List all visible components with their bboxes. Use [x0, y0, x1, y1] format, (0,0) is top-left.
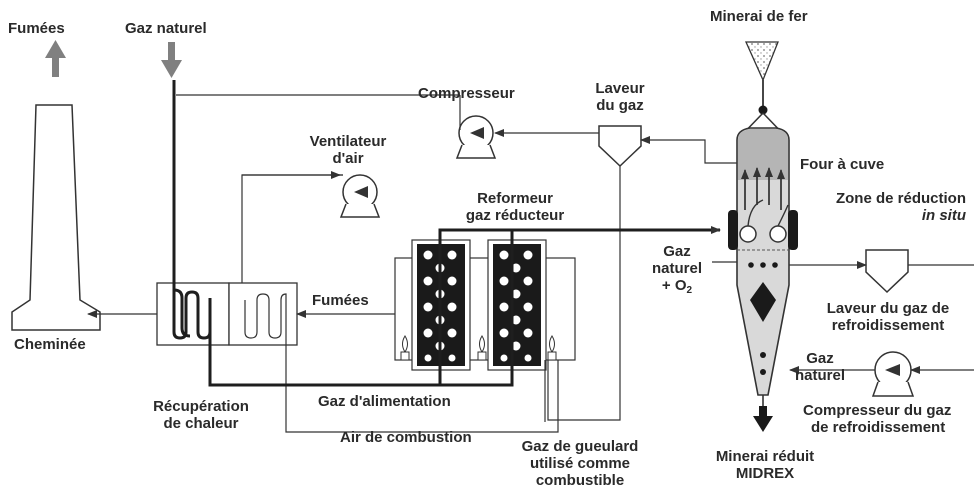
heat-recovery-label-line2: de chaleur — [163, 415, 239, 432]
reduction-zone-label-line1: Zone de réduction — [835, 190, 966, 207]
o2-subscript: 2 — [686, 285, 693, 296]
compressor — [455, 115, 497, 159]
feed-gas-label: Gaz d'alimentation — [318, 393, 451, 410]
reformer-label: Reformeur gaz réducteur — [450, 190, 580, 224]
cooling-gas-compressor — [871, 351, 915, 397]
gas-scrubber-label-line1: Laveur — [595, 80, 645, 97]
natural-gas-bottom-label-line1: Gaz — [806, 350, 834, 367]
air-fan-label-line1: Ventilateur — [309, 133, 387, 150]
top-gas-fuel-label-line2: utilisé comme — [529, 455, 631, 472]
natural-gas-o2-label-line2: naturel — [651, 260, 702, 277]
top-gas-fuel-label-line3: combustible — [535, 472, 625, 489]
smoke-mid-label: Fumées — [312, 292, 369, 309]
heat-recovery-label-line1: Récupération — [153, 398, 249, 415]
reformer-label-line2: gaz réducteur — [465, 207, 565, 224]
gas-scrubber — [598, 125, 642, 168]
natural-gas-o2-label-line1: Gaz — [663, 243, 691, 260]
cooling-compressor-label-line2: de refroidissement — [811, 419, 946, 436]
heat-recovery-label: Récupération de chaleur — [146, 398, 256, 432]
combustion-air-label: Air de combustion — [340, 429, 472, 446]
top-gas-fuel-label-line1: Gaz de gueulard — [521, 438, 639, 455]
reduced-ore-label-line1: Minerai réduit — [715, 448, 815, 465]
chimney — [11, 40, 101, 331]
natural-gas-bottom-label-line2: naturel — [794, 367, 845, 384]
shaft-furnace-label: Four à cuve — [800, 156, 885, 173]
reformer — [394, 239, 576, 371]
iron-ore-label: Minerai de fer — [710, 8, 808, 25]
chimney-label: Cheminée — [14, 336, 86, 353]
gas-scrubber-label: Laveur du gaz — [585, 80, 655, 114]
cooling-scrubber-label: Laveur du gaz de refroidissement — [808, 300, 968, 334]
air-fan-label: Ventilateur d'air — [303, 133, 393, 167]
smoke-top-label: Fumées — [8, 20, 65, 37]
shaft-furnace — [728, 41, 798, 432]
top-gas-fuel-label: Gaz de gueulard utilisé comme combustibl… — [510, 438, 650, 489]
gas-scrubber-label-line2: du gaz — [596, 97, 644, 114]
reformer-label-line1: Reformeur — [477, 190, 553, 207]
reduced-ore-label: Minerai réduit MIDREX — [690, 448, 840, 482]
natural-gas-o2-label-line3: + O — [661, 277, 687, 294]
cooling-gas-scrubber — [865, 249, 909, 294]
burner-flame-icon — [400, 335, 557, 361]
cooling-compressor-label-line1: Compresseur du gaz — [803, 402, 952, 419]
cooling-compressor-label: Compresseur du gaz de refroidissement — [803, 402, 973, 436]
smoke-up-arrow — [45, 40, 66, 58]
cooling-scrubber-label-line1: Laveur du gaz de — [826, 300, 950, 317]
natural-gas-o2-label: Gaz naturel + O2 — [644, 243, 710, 299]
reduced-ore-down-arrow — [753, 416, 773, 432]
reduction-zone-label: Zone de réduction in situ — [802, 190, 966, 224]
air-fan — [339, 174, 381, 218]
cooling-scrubber-label-line2: refroidissement — [831, 317, 945, 334]
natural-gas-top-label: Gaz naturel — [125, 20, 207, 37]
natural-gas-bottom-label: Gaz naturel — [790, 350, 850, 384]
natural-gas-inlet-arrow — [161, 42, 182, 78]
reduced-ore-label-line2: MIDREX — [735, 465, 795, 482]
air-fan-label-line2: d'air — [332, 150, 364, 167]
reduction-zone-label-line2: in situ — [921, 207, 966, 224]
compressor-label: Compresseur — [418, 85, 515, 102]
